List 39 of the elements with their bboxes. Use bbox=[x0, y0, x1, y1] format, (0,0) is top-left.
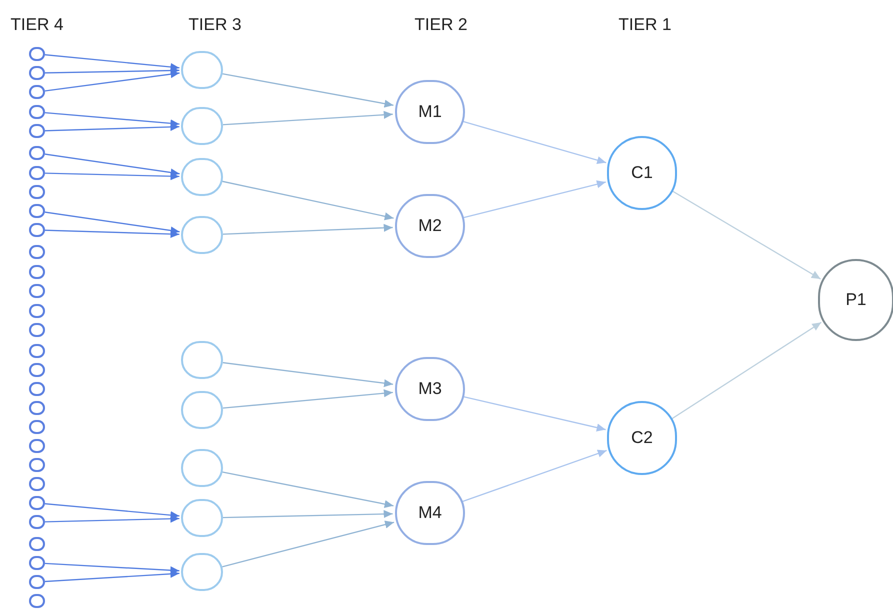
arrow bbox=[44, 122, 180, 132]
arrow bbox=[44, 112, 180, 128]
arrow bbox=[44, 570, 180, 582]
node-label: M2 bbox=[418, 215, 442, 238]
arrow bbox=[464, 396, 606, 432]
arrow bbox=[222, 110, 393, 126]
node-label: M1 bbox=[418, 101, 442, 124]
arrow bbox=[44, 562, 180, 574]
arrow bbox=[672, 322, 822, 420]
node-label: M4 bbox=[418, 502, 442, 524]
node-label: P1 bbox=[846, 289, 866, 312]
arrow bbox=[44, 154, 180, 176]
arrow bbox=[462, 450, 607, 502]
arrow bbox=[222, 224, 393, 235]
node-label: C1 bbox=[631, 162, 653, 184]
tier-heading: TIER 3 bbox=[188, 14, 242, 36]
tier-heading: TIER 4 bbox=[10, 14, 64, 36]
arrow bbox=[222, 471, 394, 508]
node-label: C2 bbox=[631, 427, 653, 450]
arrow bbox=[222, 362, 394, 388]
arrow bbox=[44, 70, 180, 92]
arrow bbox=[222, 73, 394, 108]
arrow bbox=[222, 510, 393, 518]
arrow bbox=[222, 180, 394, 220]
arrow bbox=[44, 172, 180, 180]
arrow bbox=[463, 121, 606, 164]
arrow bbox=[222, 389, 393, 409]
arrow bbox=[44, 230, 180, 238]
tier-heading: TIER 1 bbox=[618, 14, 672, 36]
arrow bbox=[44, 212, 180, 234]
arrow bbox=[464, 180, 606, 218]
arrow bbox=[44, 66, 180, 75]
arrow bbox=[44, 503, 180, 520]
arrow bbox=[44, 514, 180, 523]
arrow bbox=[44, 54, 180, 71]
arrow bbox=[222, 520, 394, 568]
arrow bbox=[672, 190, 821, 280]
node-label: M3 bbox=[418, 378, 442, 400]
tier-heading: TIER 2 bbox=[414, 14, 468, 36]
